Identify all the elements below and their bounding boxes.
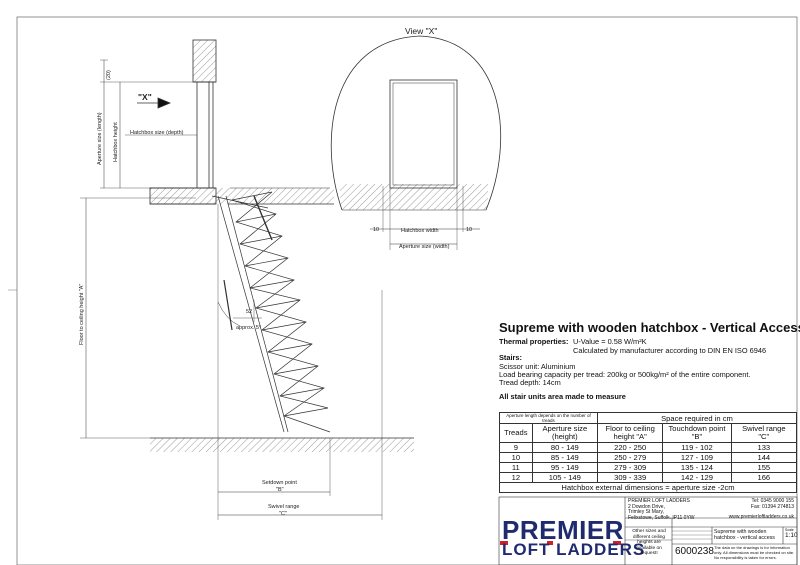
- col-header-touchdown: Touchdown point"B": [662, 423, 732, 443]
- view-x: [330, 35, 501, 250]
- other-sizes-note: Other sizes and different ceiling height…: [632, 529, 666, 557]
- dim-right: 10: [466, 227, 472, 233]
- view-x-label: View "X": [405, 26, 437, 36]
- group-note: Aperture length depends on the number of…: [499, 412, 598, 424]
- hatchbox-depth-label: Hatchbox size (depth): [130, 130, 184, 136]
- thermal-note: Calculated by manufacturer according to …: [573, 346, 767, 355]
- hatchbox-width-label: Hatchbox width: [401, 228, 439, 234]
- logo-premier: PREMIER: [502, 515, 624, 545]
- thermal-properties: Thermal properties:: [499, 337, 568, 347]
- title-block-frame: [498, 496, 798, 565]
- group-header: Space required in cm: [596, 412, 798, 424]
- company-contact: Tel: 0345 9000 155 Fax: 01394 274813 www…: [728, 498, 794, 521]
- load-capacity: Load bearing capacity per tread: 200kg o…: [499, 370, 751, 379]
- col-header-treads: Treads: [499, 423, 533, 443]
- made-to-measure: All stair units area made to measure: [499, 392, 626, 401]
- dim-top: (20): [106, 70, 112, 80]
- col-header-swivel: Swivel range"C": [730, 423, 798, 443]
- scissor-unit: Scissor unit: Aluminium: [499, 362, 576, 371]
- logo-bar-right: [613, 541, 621, 545]
- drawing-title: Supreme with wooden hatchbox - vertical …: [714, 529, 775, 541]
- aperture-length-label: Aperture size (length): [97, 112, 103, 165]
- ceiling-slab-right: [216, 188, 334, 204]
- thermal-value: U-Value = 0.58 W/m²K: [573, 337, 647, 346]
- view-x-hatchbox: [389, 79, 458, 189]
- scissor-ladder: [211, 191, 331, 433]
- col-header-aperture: Aperture size(height): [531, 423, 598, 443]
- ceiling-slab: [149, 187, 217, 205]
- setdown-label: Setdown point: [262, 480, 297, 486]
- hatchbox: [196, 81, 214, 189]
- view-arrow: [157, 97, 172, 109]
- company-address: PREMIER LOFT LADDERS 2 Dowdon Drive, Tri…: [628, 498, 695, 521]
- floor-slab: [150, 438, 414, 452]
- approx-label: approx. 5°: [236, 325, 261, 331]
- logo-bar-left: [500, 541, 508, 545]
- arrow-label: "X": [138, 92, 152, 102]
- swivel-code: "C": [279, 511, 287, 517]
- hatchbox-height-label: Hatchbox height: [113, 122, 119, 162]
- aperture-width-label: Aperture size (width): [399, 244, 450, 250]
- tread-depth: Tread depth: 14cm: [499, 378, 561, 387]
- setdown-code: "B": [276, 487, 284, 493]
- sheet-border: [16, 16, 798, 565]
- dim-left: 10: [373, 227, 379, 233]
- disclaimer: The data on the drawings is for informat…: [714, 545, 795, 560]
- upper-wall: [192, 39, 217, 83]
- table-footer: Hatchbox external dimensions = aperture …: [499, 482, 797, 493]
- swivel-label: Swivel range: [268, 504, 300, 510]
- scale-label: Scale: [785, 528, 794, 532]
- section-view: [80, 39, 414, 520]
- product-title: Supreme with wooden hatchbox - Vertical …: [499, 320, 800, 335]
- drawing-number: 6000238: [675, 546, 714, 557]
- logo-loft-ladders: LOFT LADDERS: [502, 540, 646, 559]
- logo-bar-mid: [547, 541, 553, 545]
- thermal-heading: Thermal properties:: [499, 337, 569, 346]
- floor-to-ceiling-label: Floor to ceiling height "A": [79, 284, 85, 345]
- stairs-heading: Stairs:: [499, 353, 523, 362]
- view-x-outline: [330, 35, 501, 211]
- dimensions-table: Aperture length depends on the number of…: [499, 412, 798, 493]
- scale-value: 1:10: [785, 532, 798, 539]
- angle-value: 52: [246, 309, 252, 315]
